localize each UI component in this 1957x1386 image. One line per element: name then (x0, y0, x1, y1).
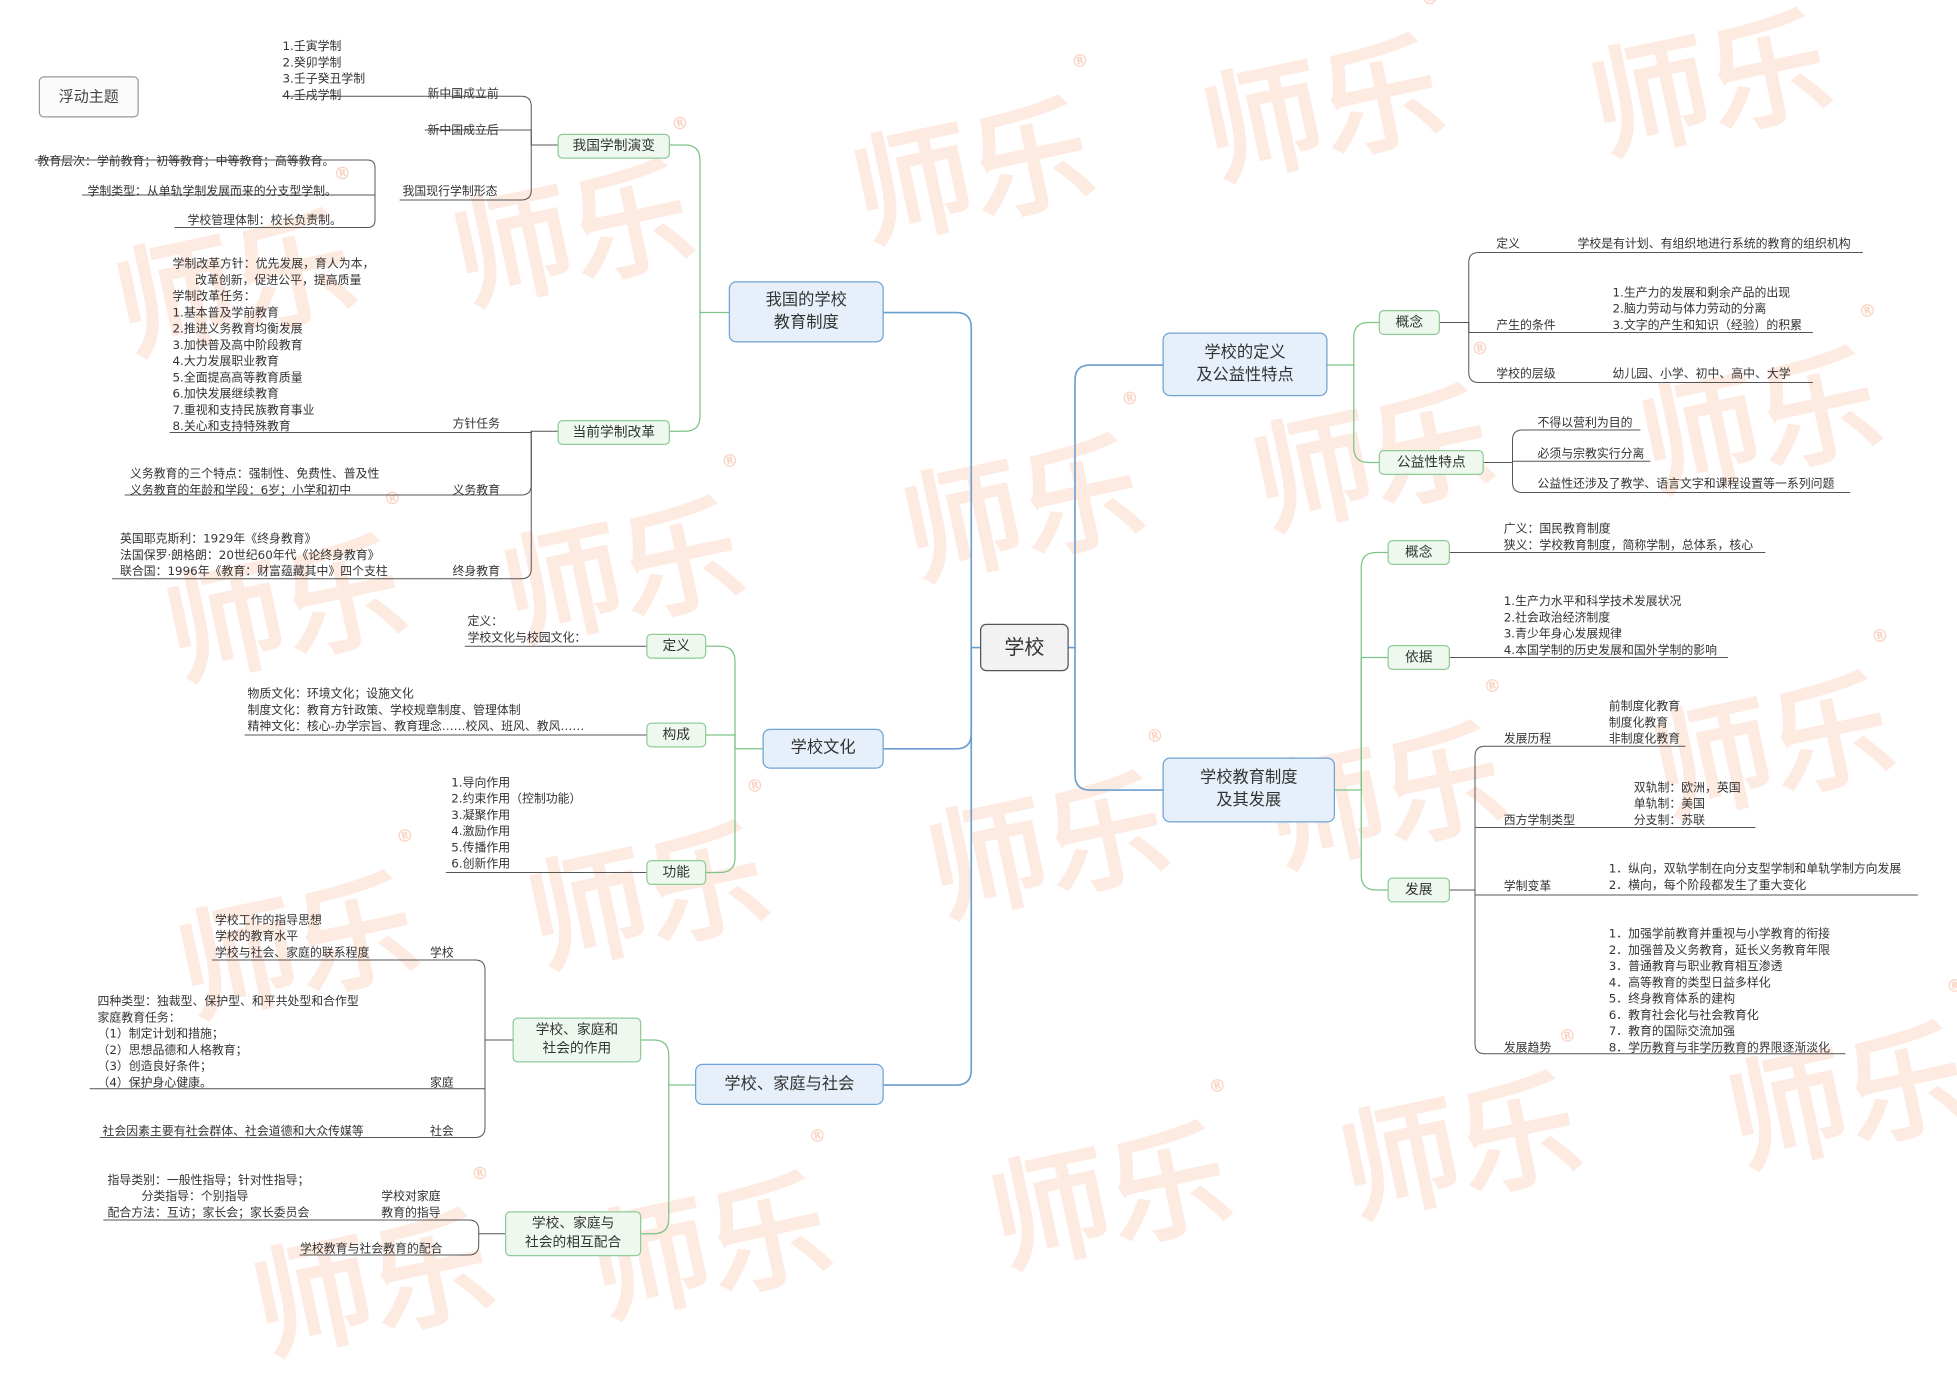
subtopic-system-concept[interactable]: 概念 (1387, 540, 1450, 565)
list-item: 2.癸卯学制 (282, 56, 342, 70)
public-welfare-item[interactable]: 不得以营利为目的 (1537, 416, 1633, 430)
subtopic-growth[interactable]: 发展 (1387, 877, 1450, 903)
list-item: 3.壬子癸丑学制 (282, 72, 366, 87)
label-family[interactable]: 家庭 (430, 1076, 454, 1090)
label-definition[interactable]: 定义 (1496, 237, 1521, 252)
label-family-guidance[interactable]: 学校对家庭 教育的指导 (381, 1190, 441, 1220)
label-compulsory[interactable]: 义务教育 (452, 483, 501, 498)
culture-function-text: 1.导向作用 2.约束作用（控制功能） 3.凝聚作用 4.激励作用 5.传播作用… (451, 776, 582, 872)
label-school-levels[interactable]: 学校的层级 (1496, 367, 1556, 382)
label-society[interactable]: 社会 (430, 1125, 454, 1139)
subtopic-evolution[interactable]: 我国学制演变 (557, 133, 670, 159)
label-current-system[interactable]: 我国现行学制形态 (402, 185, 498, 199)
public-welfare-item[interactable]: 必须与宗教实行分离 (1537, 447, 1645, 462)
label-before-1949[interactable]: 新中国成立前 (427, 87, 499, 102)
subtopic-culture-composition[interactable]: 构成 (646, 722, 707, 748)
label-origin-conditions[interactable]: 产生的条件 (1496, 318, 1556, 333)
subtopic-concept[interactable]: 概念 (1378, 310, 1440, 335)
school-role-text: 学校工作的指导思想 学校的教育水平 学校与社会、家庭的联系程度 (215, 913, 370, 960)
connector-lines (34, 95, 1918, 1256)
reform-policy-text: 学制改革方针：优先发展，育人为本， 改革创新，促进公平，提高质量 学制改革任务：… (172, 257, 375, 434)
topic-school-definition[interactable]: 学校的定义 及公益性特点 (1162, 332, 1328, 397)
central-topic[interactable]: 学校 (980, 623, 1069, 672)
system-change-text: 1．纵向，双轨学制在向分支型学制和单轨学制方向发展 2．横向，每个阶段都发生了重… (1608, 862, 1902, 893)
label-lifelong[interactable]: 终身教育 (452, 565, 501, 579)
lifelong-text: 英国耶克斯利：1929年《终身教育》 法国保罗·朗格朗：20世纪60年代《论终身… (120, 532, 388, 579)
subtopic-roles[interactable]: 学校、家庭和 社会的作用 (512, 1017, 642, 1063)
definition-text: 学校是有计划、有组织地进行系统的教育的组织机构 (1577, 237, 1851, 252)
label-trends[interactable]: 发展趋势 (1503, 1041, 1552, 1055)
subtopic-cooperation[interactable]: 学校、家庭与 社会的相互配合 (505, 1211, 642, 1257)
culture-definition-text: 定义： 学校文化与校园文化： (467, 615, 587, 645)
label-society-coordination[interactable]: 学校教育与社会教育的配合 (300, 1242, 443, 1257)
topic-school-family-society[interactable]: 学校、家庭与社会 (695, 1063, 884, 1105)
label-policy-tasks[interactable]: 方针任务 (452, 417, 501, 432)
topic-school-system[interactable]: 我国的学校 教育制度 (728, 281, 884, 343)
school-levels-text: 幼儿园、小学、初中、高中、大学 (1612, 367, 1791, 382)
subtopic-culture-function[interactable]: 功能 (646, 860, 707, 885)
list-item: 学制类型：从单轨学制发展而来的分支型学制。 (87, 185, 337, 199)
label-school[interactable]: 学校 (430, 946, 454, 960)
topic-school-culture[interactable]: 学校文化 (762, 728, 884, 769)
family-role-text: 四种类型：独裁型、保护型、和平共处型和合作型 家庭教育任务： （1）制定计划和措… (97, 995, 359, 1090)
subtopic-public-welfare[interactable]: 公益性特点 (1378, 450, 1484, 475)
label-after-1949[interactable]: 新中国成立后 (427, 123, 499, 138)
topic-system-development[interactable]: 学校教育制度 及其发展 (1162, 757, 1335, 823)
guidance-text: 指导类别：一般性指导；针对性指导； 分类指导：个别指导 配合方法：互访；家长会；… (107, 1173, 310, 1220)
list-item: 教育层次：学前教育；初等教育；中等教育；高等教育。 (37, 155, 335, 169)
label-system-change[interactable]: 学制变革 (1503, 880, 1552, 894)
system-concept-text: 广义：国民教育制度 狭义：学校教育制度，简称学制，总体系，核心 (1503, 522, 1754, 553)
culture-composition-text: 物质文化：环境文化；设施文化 制度文化：教育方针政策、学校规章制度、管理体制 精… (247, 687, 585, 734)
history-text: 前制度化教育 制度化教育 非制度化教育 (1608, 700, 1681, 747)
subtopic-culture-definition[interactable]: 定义 (646, 633, 707, 659)
western-types-text: 双轨制：欧洲，英国 单轨制：美国 分支制：苏联 (1633, 781, 1741, 828)
list-item: 1.壬寅学制 (282, 40, 342, 54)
trends-text: 1．加强学前教育并重视与小学教育的衔接 2．加强普及义务教育，延长义务教育年限 … (1608, 927, 1831, 1056)
label-western-types[interactable]: 西方学制类型 (1503, 813, 1576, 828)
floating-topic[interactable]: 浮动主题 (38, 76, 139, 118)
origin-conditions-text: 1.生产力的发展和剩余产品的出现 2.脑力劳动与体力劳动的分离 3.文字的产生和… (1612, 286, 1802, 333)
basis-text: 1.生产力水平和科学技术发展状况 2.社会政治经济制度 3.青少年身心发展规律 … (1503, 595, 1717, 658)
compulsory-text: 义务教育的三个特点：强制性、免费性、普及性 义务教育的年龄和学段：6岁；小学和初… (130, 467, 380, 498)
label-history[interactable]: 发展历程 (1503, 732, 1552, 747)
list-item: 4.壬戌学制 (282, 88, 342, 103)
subtopic-basis[interactable]: 依据 (1387, 645, 1450, 670)
society-role-text: 社会因素主要有社会群体、社会道德和大众传媒等 (102, 1125, 364, 1139)
public-welfare-item[interactable]: 公益性还涉及了教学、语言文字和课程设置等一系列问题 (1537, 477, 1835, 492)
mind-map: 师乐® 师乐® 师乐® 师乐® 师乐® 师乐® 师乐® 师乐® 师乐® 师乐® … (34, 0, 1957, 1380)
subtopic-reform[interactable]: 当前学制改革 (557, 420, 670, 445)
list-item: 学校管理体制：校长负责制。 (187, 213, 342, 228)
